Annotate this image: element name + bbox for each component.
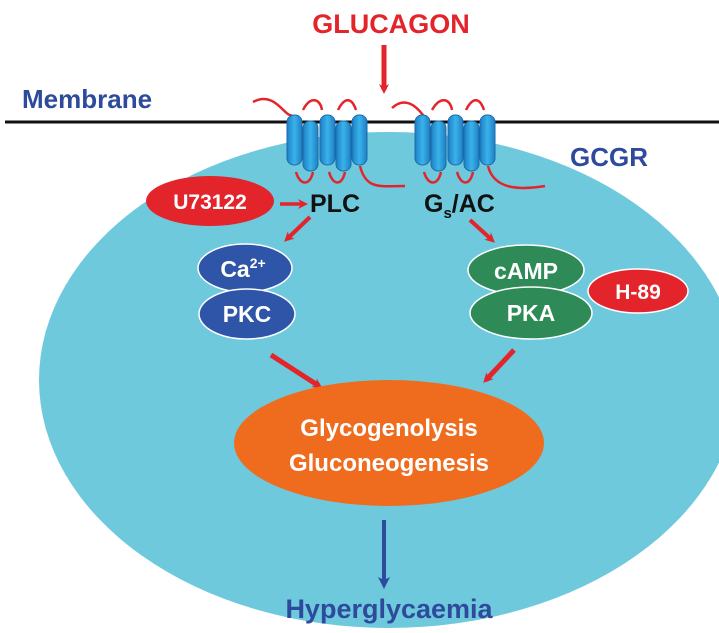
plc-label: PLC [310, 190, 360, 218]
hyperglycaemia-label: Hyperglycaemia [285, 594, 493, 624]
h89-label: H-89 [615, 281, 661, 304]
ca-label: Ca2+ [220, 255, 265, 282]
gcgr-label: GCGR [570, 142, 648, 172]
ca-superscript: 2+ [250, 255, 266, 271]
gs-ac-subscript: s [443, 205, 451, 222]
pka-label: PKA [507, 300, 556, 326]
pkc-label: PKC [223, 301, 272, 327]
gs-ac-label: Gs/AC [424, 190, 495, 222]
u73122-oval [146, 176, 274, 226]
pkc-to-process-arrow [269, 352, 323, 389]
process-oval [234, 380, 544, 506]
right-receptor [391, 99, 546, 190]
plc-to-ca-arrow [284, 215, 312, 242]
glycogenolysis-label: Glycogenolysis [300, 415, 477, 442]
pkc-oval [198, 288, 296, 340]
ca-base: Ca [220, 256, 250, 282]
gs-ac-base: G [424, 190, 443, 218]
membrane-label: Membrane [22, 84, 152, 114]
gsac-to-camp-arrow [468, 218, 495, 243]
gs-ac-rest: /AC [452, 190, 495, 218]
cell-body [39, 132, 719, 628]
left-receptor [252, 97, 406, 188]
h89-oval [587, 268, 689, 314]
pka-oval [469, 286, 593, 340]
camp-label: cAMP [494, 258, 558, 284]
glucagon-title: GLUCAGON [312, 9, 470, 39]
u73122-label: U73122 [173, 191, 247, 214]
pka-to-process-arrow [483, 348, 516, 383]
gluconeogenesis-label: Gluconeogenesis [289, 450, 489, 477]
